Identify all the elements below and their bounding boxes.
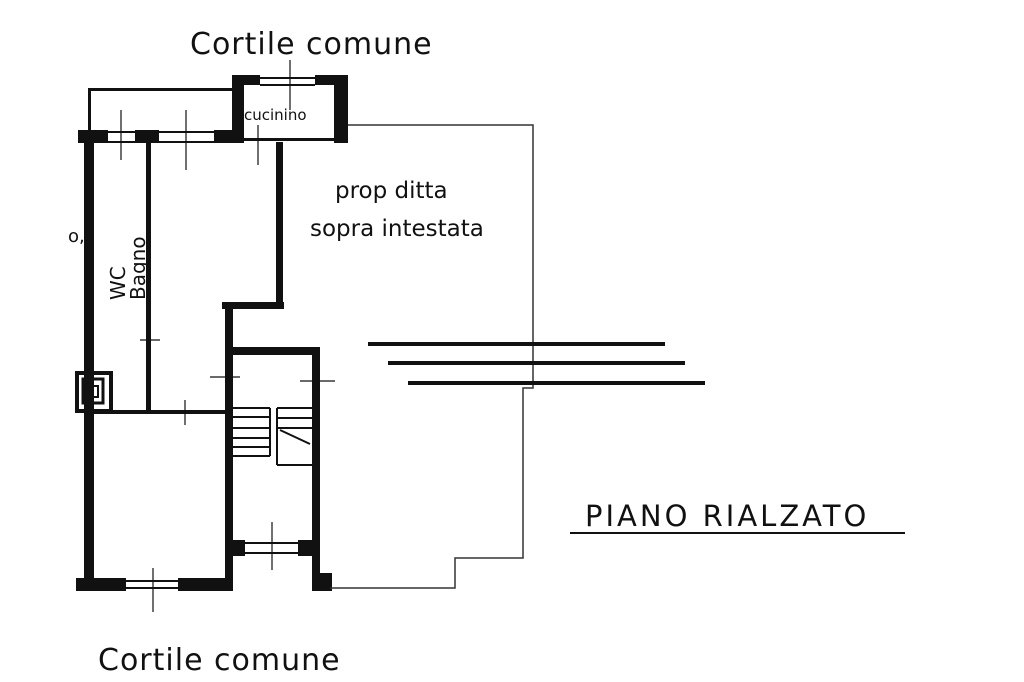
wall-bottom <box>76 578 126 591</box>
wall-kitchen-bottom <box>244 138 334 141</box>
wall-stair-left <box>225 302 233 590</box>
wall-mid <box>276 142 283 305</box>
wall-kitchen-top <box>315 75 348 85</box>
label-owner-line2: sopra intestata <box>310 216 484 242</box>
label-bathroom: Bagno <box>126 236 150 300</box>
wall-top-segment <box>78 130 108 143</box>
staircase <box>233 407 312 466</box>
label-wc: WC <box>106 266 130 300</box>
label-top-courtyard: Cortile comune <box>190 27 433 62</box>
window-bottom <box>126 587 178 589</box>
wall-top-segment <box>135 130 159 143</box>
wall-stair-corner <box>312 573 332 591</box>
label-owner-line1: prop ditta <box>335 178 448 204</box>
label-bottom-courtyard: Cortile comune <box>98 643 341 678</box>
floor-title: PIANO RIALZATO <box>585 499 869 533</box>
wall-kitchen-left <box>232 75 244 140</box>
balcony-rail <box>88 88 91 130</box>
wall-stair-right <box>312 347 320 590</box>
window-kitchen <box>260 84 315 86</box>
wall-bath <box>146 142 151 412</box>
window-markers <box>120 60 335 612</box>
access-lines <box>368 342 705 385</box>
wall-left <box>84 130 94 590</box>
label-kitchenette: cucinino <box>244 106 307 124</box>
wall-room-divider <box>94 410 225 414</box>
wall-kitchen-top <box>232 75 260 85</box>
wall-kitchen-right <box>334 75 348 143</box>
neighbour-outline <box>330 124 534 589</box>
door-stair <box>233 540 245 556</box>
wall-stair-top <box>233 347 320 355</box>
door-stair <box>298 540 312 556</box>
window-kitchen <box>260 77 315 79</box>
balcony-rail <box>88 88 233 91</box>
wall-mid-h <box>222 302 284 309</box>
wall-bottom <box>178 578 233 591</box>
walls <box>76 75 348 591</box>
chimney-icon <box>75 371 113 413</box>
window-bottom <box>126 580 178 582</box>
label-partial-left: o, <box>68 226 85 247</box>
